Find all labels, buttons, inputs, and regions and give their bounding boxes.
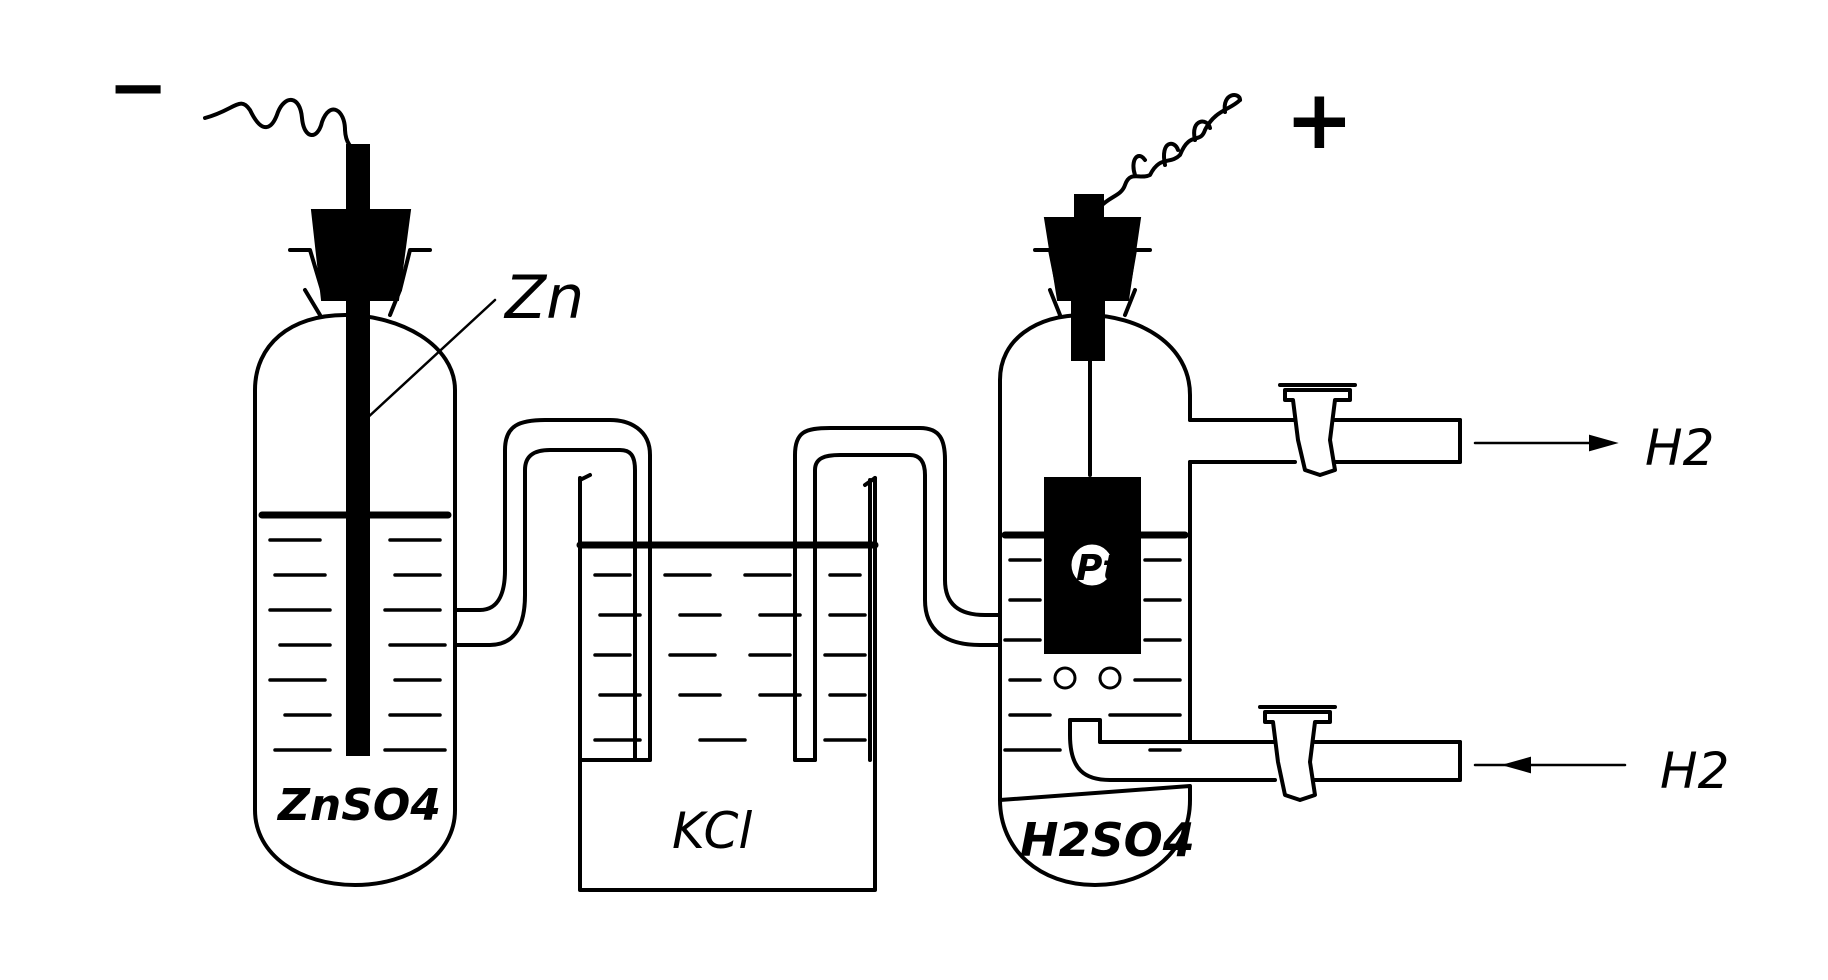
lower-stopcock xyxy=(1263,710,1332,802)
right-solution-label: H2SO4 xyxy=(1020,813,1195,867)
gas-inlet-tube xyxy=(1068,705,1462,802)
right-stopper xyxy=(1043,217,1142,301)
platinum-electrode-label: Pt xyxy=(1076,548,1121,589)
gas-outlet-label: H2 xyxy=(1645,419,1714,477)
left-vessel xyxy=(253,144,457,887)
gas-inlet-label: H2 xyxy=(1660,742,1729,800)
left-solution-label: ZnSO4 xyxy=(276,780,441,831)
zinc-electrode-rod xyxy=(346,144,370,756)
zinc-electrode-label: Zn xyxy=(503,263,584,333)
right-salt-bridge-tube xyxy=(793,426,1002,762)
upper-stopcock xyxy=(1283,388,1352,477)
negative-terminal-sign: − xyxy=(108,45,168,129)
inflow-arrow xyxy=(1473,756,1627,774)
zinc-pointer-line xyxy=(363,298,497,422)
outflow-arrow xyxy=(1473,434,1619,452)
positive-terminal-sign: + xyxy=(1285,73,1354,168)
right-vessel: Pt xyxy=(998,194,1197,887)
gas-outlet-tube xyxy=(1188,383,1462,477)
salt-bridge-solution-label: KCl xyxy=(672,802,752,860)
kcl-beaker xyxy=(576,476,879,892)
left-salt-bridge-tube xyxy=(453,418,652,762)
left-lead-wire xyxy=(203,98,367,162)
